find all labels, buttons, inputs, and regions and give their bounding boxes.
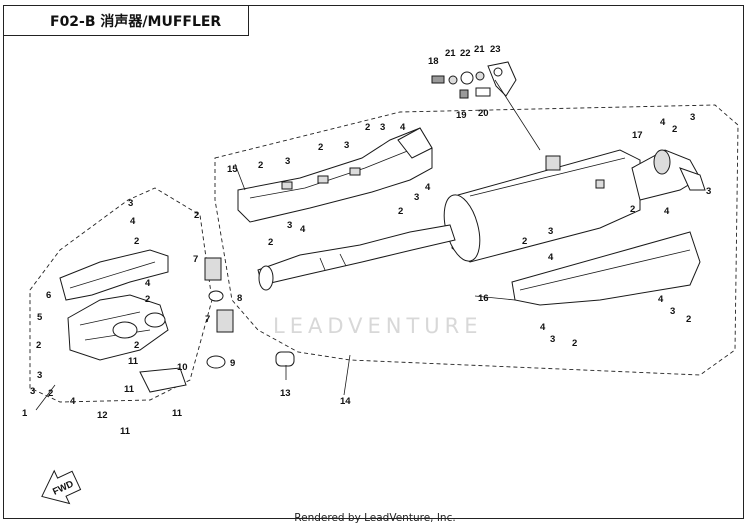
callout-4g: 4 (660, 117, 666, 128)
bolt-19 (459, 89, 469, 99)
callout-4m: 4 (145, 278, 151, 289)
callout-20: 20 (478, 108, 489, 119)
callout-3g: 3 (690, 112, 695, 123)
callout-22: 22 (460, 48, 471, 59)
callouts: 1 2 3 4 5 6 7 8 9 10 11 12 13 14 15 16 1… (22, 44, 711, 437)
callout-4o: 4 (70, 396, 76, 407)
washer-22 (460, 71, 474, 85)
tail-pipe (631, 149, 706, 201)
callout-11d: 11 (120, 426, 131, 437)
callout-3: 3 (128, 198, 133, 209)
spring-7a (204, 257, 222, 281)
callout-7: 7 (205, 314, 210, 325)
callout-10: 10 (177, 362, 188, 373)
muffler-body-17 (443, 149, 641, 263)
callout-14: 14 (340, 396, 351, 407)
spring-7b (216, 309, 234, 333)
callout-3c: 3 (344, 140, 349, 151)
callout-2h: 2 (630, 204, 635, 215)
callout-3d: 3 (380, 122, 385, 133)
callout-3j: 3 (670, 306, 675, 317)
header-pipe-5 (67, 294, 169, 361)
washer-21b (475, 71, 485, 81)
callout-2c: 2 (318, 142, 323, 153)
callout-3h: 3 (706, 186, 711, 197)
callout-15: 15 (227, 164, 238, 175)
callout-8: 8 (237, 293, 242, 304)
callout-2m: 2 (145, 294, 150, 305)
callout-4: 4 (130, 216, 136, 227)
callout-11b: 11 (124, 384, 135, 395)
callout-6: 6 (46, 290, 51, 301)
leader-lines (35, 79, 541, 411)
callout-17: 17 (632, 130, 643, 141)
callout-9: 9 (230, 358, 235, 369)
callout-3b: 3 (285, 156, 290, 167)
diagram-frame (3, 5, 744, 519)
callout-2p: 2 (134, 340, 139, 351)
callout-18: 18 (428, 56, 439, 67)
callout-2i: 2 (522, 236, 527, 247)
callout-2: 2 (194, 210, 199, 221)
callout-2n: 2 (36, 340, 41, 351)
watermark: LEADVENTURE (273, 314, 483, 338)
callout-3n: 3 (37, 370, 42, 381)
callout-1: 1 (22, 408, 28, 419)
clamp-bracket-23 (487, 61, 517, 97)
heat-shield-6 (59, 249, 169, 301)
callout-2g: 2 (672, 124, 677, 135)
callout-2d: 2 (365, 122, 370, 133)
callout-7b: 7 (193, 254, 198, 265)
callout-4f: 4 (300, 224, 306, 235)
gasket-8 (208, 290, 224, 302)
callout-3k: 3 (550, 334, 555, 345)
callout-4e: 4 (425, 182, 431, 193)
callout-2b: 2 (258, 160, 263, 171)
callout-2k: 2 (572, 338, 577, 349)
callout-19: 19 (456, 110, 467, 121)
bracket-10 (139, 367, 187, 393)
callout-2o: 2 (48, 388, 53, 399)
callout-2j: 2 (686, 314, 691, 325)
callout-13: 13 (280, 388, 291, 399)
callout-4d: 4 (400, 122, 406, 133)
callout-3i: 3 (548, 226, 553, 237)
callout-2e: 2 (398, 206, 403, 217)
mid-pipe-14 (257, 224, 456, 291)
callout-23: 23 (490, 44, 501, 55)
callout-4j: 4 (658, 294, 664, 305)
callout-21a: 21 (445, 48, 456, 59)
callout-3e: 3 (414, 192, 419, 203)
callout-2f: 2 (268, 237, 273, 248)
callout-4h: 4 (664, 206, 670, 217)
bolt-18 (431, 75, 445, 84)
callout-11c: 11 (128, 356, 139, 367)
page-title: F02-B 消声器/MUFFLER (3, 5, 249, 36)
gasket-9 (206, 355, 226, 369)
callout-11: 11 (172, 408, 183, 419)
callout-5: 5 (37, 312, 43, 323)
callout-4i: 4 (548, 252, 554, 263)
callout-3o: 3 (30, 386, 35, 397)
muffler-shield-16 (511, 231, 701, 306)
fwd-arrow-icon: FWD (41, 469, 82, 505)
page-title-text: F02-B 消声器/MUFFLER (50, 13, 222, 30)
footer-credit: Rendered by LeadVenture, Inc. (294, 512, 456, 524)
callout-2l: 2 (134, 236, 139, 247)
callout-16: 16 (478, 293, 489, 304)
spacer-20 (475, 87, 491, 97)
heat-shield-15 (237, 127, 433, 223)
washer-21a (448, 75, 458, 85)
sleeve-13 (275, 351, 295, 367)
callout-4k: 4 (540, 322, 546, 333)
callout-3f: 3 (287, 220, 292, 231)
callout-21b: 21 (474, 44, 485, 55)
muffler-assembly-outline (214, 104, 739, 376)
callout-12: 12 (97, 410, 108, 421)
